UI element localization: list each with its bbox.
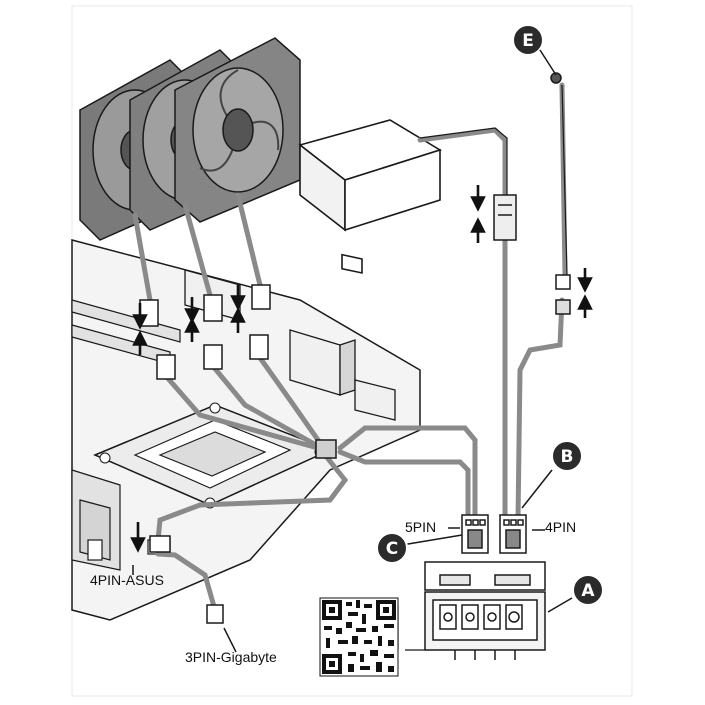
- arrow-icon: [130, 185, 593, 553]
- fan-3: [174, 37, 301, 223]
- label-4pin-asus: 4PIN-ASUS: [90, 572, 164, 588]
- fan-hub-icon: [315, 439, 337, 459]
- cpu-icon: [158, 431, 267, 477]
- controller-headers: [461, 514, 527, 554]
- svg-text:A: A: [581, 581, 595, 601]
- badge-e: E: [512, 24, 544, 56]
- label-3pin-gigabyte: 3PIN-Gigabyte: [185, 649, 277, 665]
- svg-text:E: E: [522, 31, 534, 51]
- qr-code-icon: [319, 597, 399, 677]
- badge-b: B: [551, 440, 583, 472]
- cables: [132, 82, 568, 613]
- svg-text:C: C: [386, 539, 398, 559]
- label-4pin: 4PIN: [545, 519, 576, 535]
- badge-a: A: [572, 574, 604, 606]
- power-supply-icon: [298, 119, 442, 274]
- rgb-controller-icon: [424, 561, 546, 660]
- badge-c: C: [376, 532, 408, 564]
- label-5pin: 5PIN: [405, 519, 436, 535]
- fan-icon: [79, 37, 301, 241]
- svg-text:B: B: [561, 447, 574, 467]
- connectors: [139, 72, 571, 624]
